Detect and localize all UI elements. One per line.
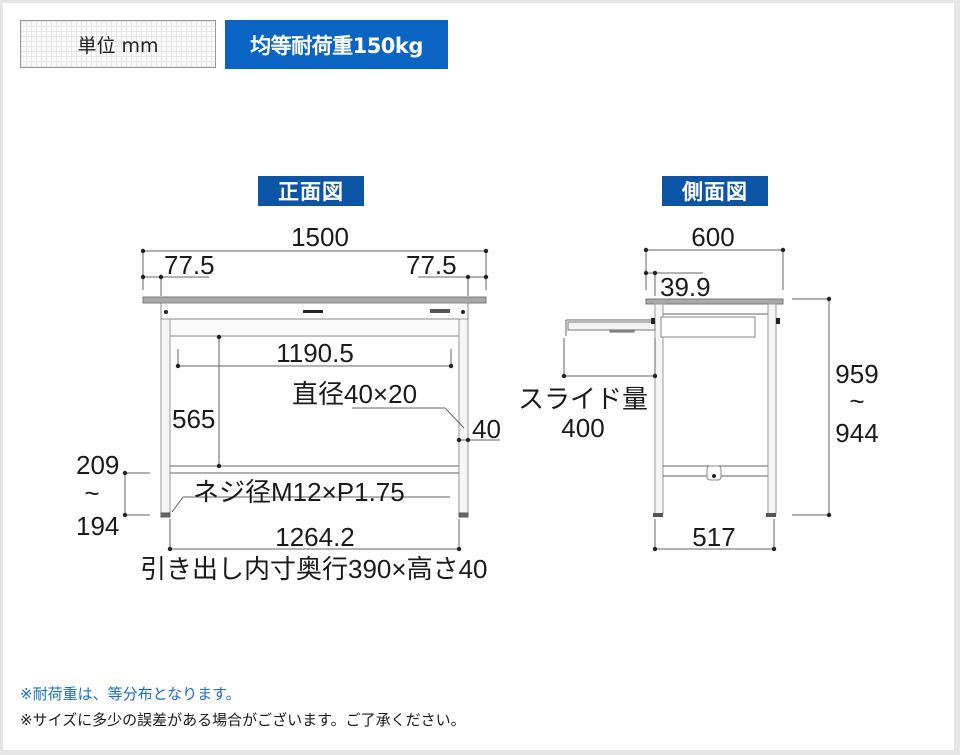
front-view-dots xyxy=(122,248,489,552)
dim-leg-depth: 40 xyxy=(472,414,501,444)
side-view-title: 側面図 xyxy=(662,176,768,206)
dim-adjuster-min: 194 xyxy=(76,511,119,541)
dim-height-max: 959 xyxy=(835,359,878,389)
slide-label: スライド量 xyxy=(518,384,648,414)
dim-depth-total: 600 xyxy=(691,222,734,252)
front-view-title-text: 正面図 xyxy=(278,180,344,204)
load-distribution-note: ※耐荷重は、等分布となります。 xyxy=(20,685,241,703)
unit-badge: 単位 mm xyxy=(20,20,216,68)
dim-height-to-beam: 565 xyxy=(172,404,215,434)
dim-width-total: 1500 xyxy=(291,222,349,252)
slide-value: 400 xyxy=(561,413,604,443)
leg-spec-label: 直径40×20 xyxy=(292,379,417,409)
side-view-dots xyxy=(561,247,832,552)
dim-adjuster-max: 209 xyxy=(76,450,119,480)
dim-adjuster-range: ~ xyxy=(84,478,99,508)
dim-side-offset: 39.9 xyxy=(660,272,711,302)
side-view-drawing xyxy=(563,249,830,550)
dim-offset-left: 77.5 xyxy=(164,250,215,280)
unit-label: 単位 mm xyxy=(77,34,159,57)
thread-spec-label: ネジ径M12×P1.75 xyxy=(193,477,405,507)
dim-side-leg-span: 517 xyxy=(692,522,735,552)
dim-leg-span: 1264.2 xyxy=(275,522,355,552)
dim-inner-width: 1190.5 xyxy=(276,338,354,368)
dim-height-min: 944 xyxy=(835,418,878,448)
load-capacity-label: 均等耐荷重150kg xyxy=(250,33,423,58)
front-view-title: 正面図 xyxy=(258,176,364,206)
size-tolerance-note: ※サイズに多少の誤差がある場合がございます。ご了承ください。 xyxy=(20,711,466,729)
side-view-title-text: 側面図 xyxy=(682,180,748,204)
load-capacity-badge: 均等耐荷重150kg xyxy=(225,20,448,69)
dim-height-range: ~ xyxy=(849,386,864,416)
drawer-inner-size: 引き出し内寸奥行390×高さ40 xyxy=(140,554,487,584)
dim-offset-right: 77.5 xyxy=(406,250,457,280)
